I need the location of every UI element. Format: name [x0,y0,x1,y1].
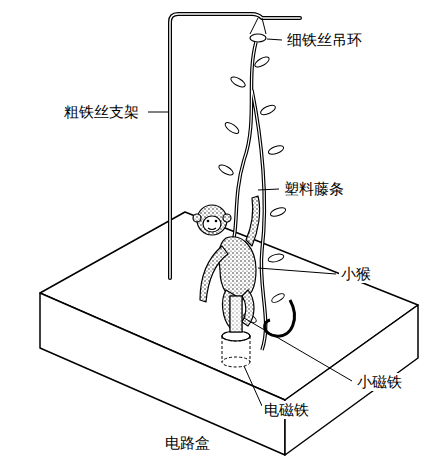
part-label: 电路盒 [163,434,212,452]
monkey-eye [215,220,218,223]
monkey-face [203,216,221,232]
leader-line [148,112,168,113]
leader-line [244,366,262,406]
leaf [269,206,286,218]
electromagnet [222,331,250,367]
plastic-vine [230,42,266,350]
electromagnet-bottom [222,357,250,367]
part-label: 电磁铁 [262,401,311,419]
part-label: 小猴 [339,265,373,283]
thin-wire-ring [250,34,266,42]
leaf [217,163,234,177]
plastic-vine-core [230,42,266,350]
small-magnet [230,296,242,332]
box-side [285,305,418,455]
leaf [253,55,270,69]
monkey-ear [223,214,231,222]
leader-lines [148,39,352,406]
thin-wire-hanger [250,18,266,34]
small-magnet-shading [230,296,242,332]
leader-line [258,268,336,274]
part-label: 细铁丝吊环 [285,31,364,49]
leaf [267,144,284,156]
leader-line [258,189,279,190]
leader-line [244,318,352,381]
monkey-eye [207,220,210,223]
leaf [270,292,285,304]
monkey-ear [193,214,201,222]
vine-leaves [217,55,286,324]
leaf [259,103,276,116]
monkey-body [219,237,256,300]
monkey [193,196,294,336]
part-label: 粗铁丝支架 [62,103,141,121]
monkey-mouth [208,228,216,230]
electromagnet-side [222,336,223,362]
electromagnet-side [250,336,251,362]
monkey-head [197,205,227,235]
leaf [229,75,246,89]
leaf [267,253,284,264]
part-label: 小磁铁 [355,373,404,391]
leader-line [267,39,282,40]
circuit-box [40,212,418,455]
leaf [223,121,240,136]
monkey-tail [265,300,295,336]
monkey-arm-up [246,196,260,246]
part-label: 塑料藤条 [282,180,346,198]
